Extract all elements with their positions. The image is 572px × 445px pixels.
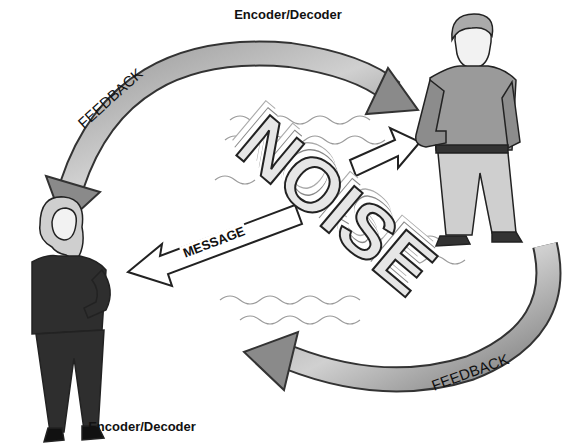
role-label: Encoder/Decoder (88, 420, 196, 433)
role-label: Encoder/Decoder (234, 8, 342, 21)
man-figure (416, 14, 522, 246)
woman-figure (32, 197, 110, 442)
noise-word: NOISE (225, 103, 447, 307)
